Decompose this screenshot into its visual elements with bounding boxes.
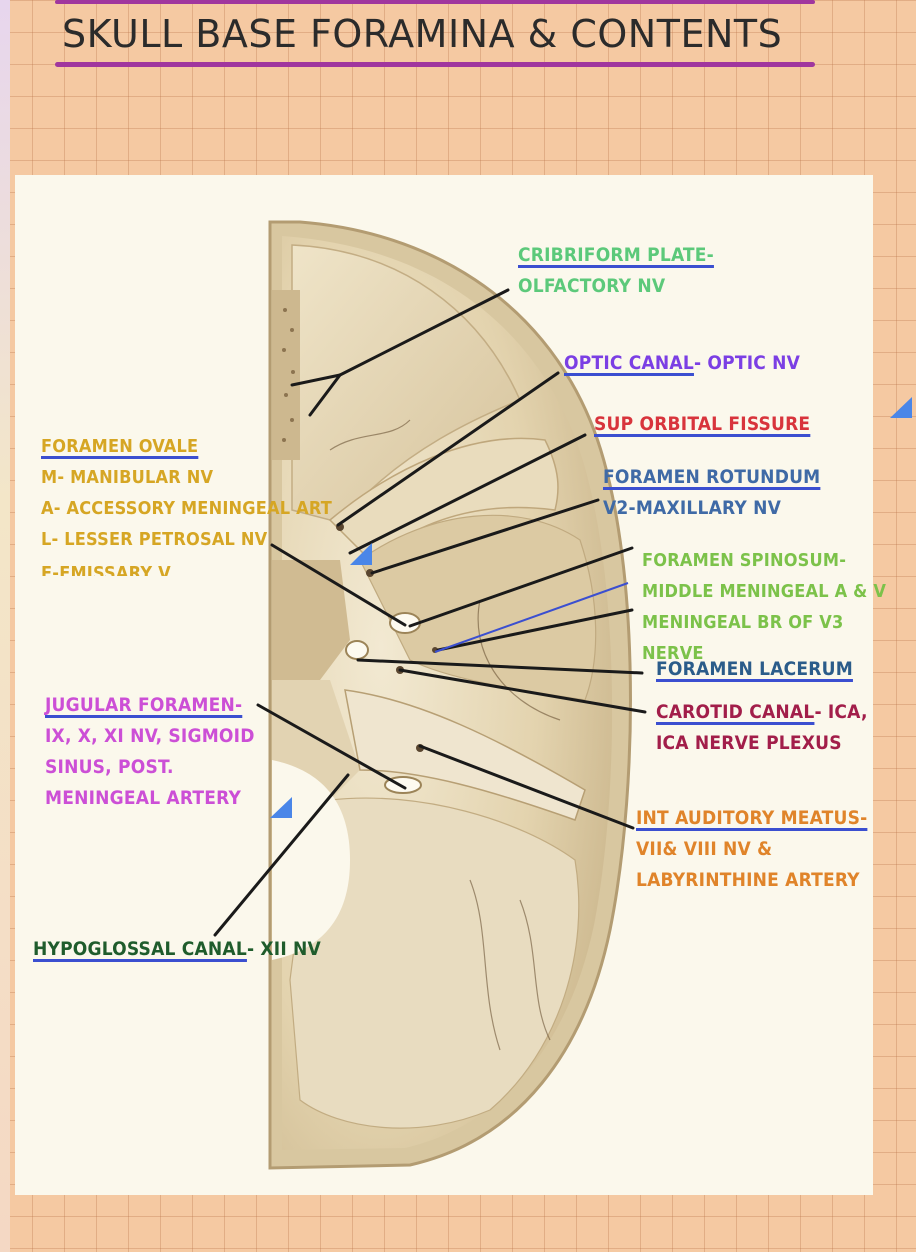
cribriform-pores xyxy=(282,308,295,442)
label-int-auditory-meatus: INT AUDITORY MEATUS- VII& VIII NV & LABY… xyxy=(636,803,867,896)
ovale-line-l: L- LESSER PETROSAL NV xyxy=(41,529,268,550)
label-foramen-spinosum: FORAMEN SPINOSUM- MIDDLE MENINGEAL A & V… xyxy=(642,545,886,669)
label-optic-canal: OPTIC CANAL- OPTIC NV xyxy=(564,348,800,379)
title-top-bar xyxy=(55,0,815,4)
sella-region xyxy=(272,560,350,680)
marker-triangle-icon xyxy=(890,397,912,418)
rotundum-name: FORAMEN ROTUNDUM xyxy=(603,466,821,488)
jugular-name: JUGULAR FORAMEN- xyxy=(45,694,243,716)
marker-triangle-icon xyxy=(270,797,292,818)
vascular-grooves xyxy=(329,419,561,1051)
sup-orbital-name: SUP ORBITAL FISSURE xyxy=(594,413,811,435)
label-foramen-rotundum: FORAMEN ROTUNDUM V2-MAXILLARY NV xyxy=(603,462,820,524)
ovale-line-m: M- MANIBULAR NV xyxy=(41,467,214,488)
spinosum-line4: NERVE xyxy=(642,643,704,664)
carotid-name: CAROTID CANAL xyxy=(656,701,815,723)
optic-content: - OPTIC NV xyxy=(693,352,801,374)
spinosum-line2: MIDDLE MENINGEAL A & V xyxy=(642,581,887,602)
cribriform-plate xyxy=(272,290,300,460)
label-cribriform: CRIBRIFORM PLATE- OLFACTORY NV xyxy=(518,240,714,302)
lacerum-name: FORAMEN LACERUM xyxy=(656,658,853,680)
ovale-name: FORAMEN OVALE xyxy=(41,436,199,457)
int-auditory-line2: VII& VIII NV & xyxy=(636,838,773,860)
jugular-line2: IX, X, XI NV, SIGMOID xyxy=(45,725,255,747)
rotundum-hole xyxy=(366,569,374,577)
spinosum-name: FORAMEN SPINOSUM- xyxy=(642,550,847,571)
hypoglossal-name: HYPOGLOSSAL CANAL xyxy=(33,938,247,960)
leader-lines xyxy=(213,288,647,937)
cribriform-name: CRIBRIFORM PLATE- xyxy=(518,244,714,266)
cribriform-content: OLFACTORY NV xyxy=(518,275,666,297)
carotid-content: - ICA, xyxy=(814,701,868,723)
spinosum-line3: MENINGEAL BR OF V3 xyxy=(642,612,844,633)
label-sup-orbital-fissure: SUP ORBITAL FISSURE xyxy=(594,409,810,440)
foramen-lacerum-hole xyxy=(345,640,369,660)
spinosum-leader-blue xyxy=(434,582,629,653)
hypoglossal-content: - XII NV xyxy=(246,938,321,960)
label-foramen-lacerum: FORAMEN LACERUM xyxy=(656,654,853,685)
label-jugular-foramen: JUGULAR FORAMEN- IX, X, XI NV, SIGMOID S… xyxy=(45,690,255,814)
left-edge-strip xyxy=(0,0,10,1252)
jugular-line3: SINUS, POST. xyxy=(45,756,174,778)
carotid-line2: ICA NERVE PLEXUS xyxy=(656,732,842,754)
ovale-line-e: E-EMISSARY V xyxy=(41,563,171,576)
label-foramen-ovale: FORAMEN OVALE M- MANIBULAR NV A- ACCESSO… xyxy=(41,431,332,586)
int-auditory-name: INT AUDITORY MEATUS- xyxy=(636,807,868,829)
marker-triangle-icon xyxy=(350,543,372,565)
sphenoid-ridge xyxy=(328,437,559,562)
title-underline-bar xyxy=(55,62,815,67)
rotundum-content: V2-MAXILLARY NV xyxy=(603,497,781,519)
label-carotid-canal: CAROTID CANAL- ICA, ICA NERVE PLEXUS xyxy=(656,697,868,759)
middle-fossa xyxy=(359,514,597,701)
label-hypoglossal-canal: HYPOGLOSSAL CANAL- XII NV xyxy=(33,934,321,965)
ovale-line-a: A- ACCESSORY MENINGEAL ART xyxy=(41,498,332,519)
int-auditory-line3: LABYRINTHINE ARTERY xyxy=(636,869,860,891)
page-title: SKULL BASE FORAMINA & CONTENTS xyxy=(62,12,783,56)
jugular-line4: MENINGEAL ARTERY xyxy=(45,787,242,809)
optic-name: OPTIC CANAL xyxy=(564,352,694,374)
